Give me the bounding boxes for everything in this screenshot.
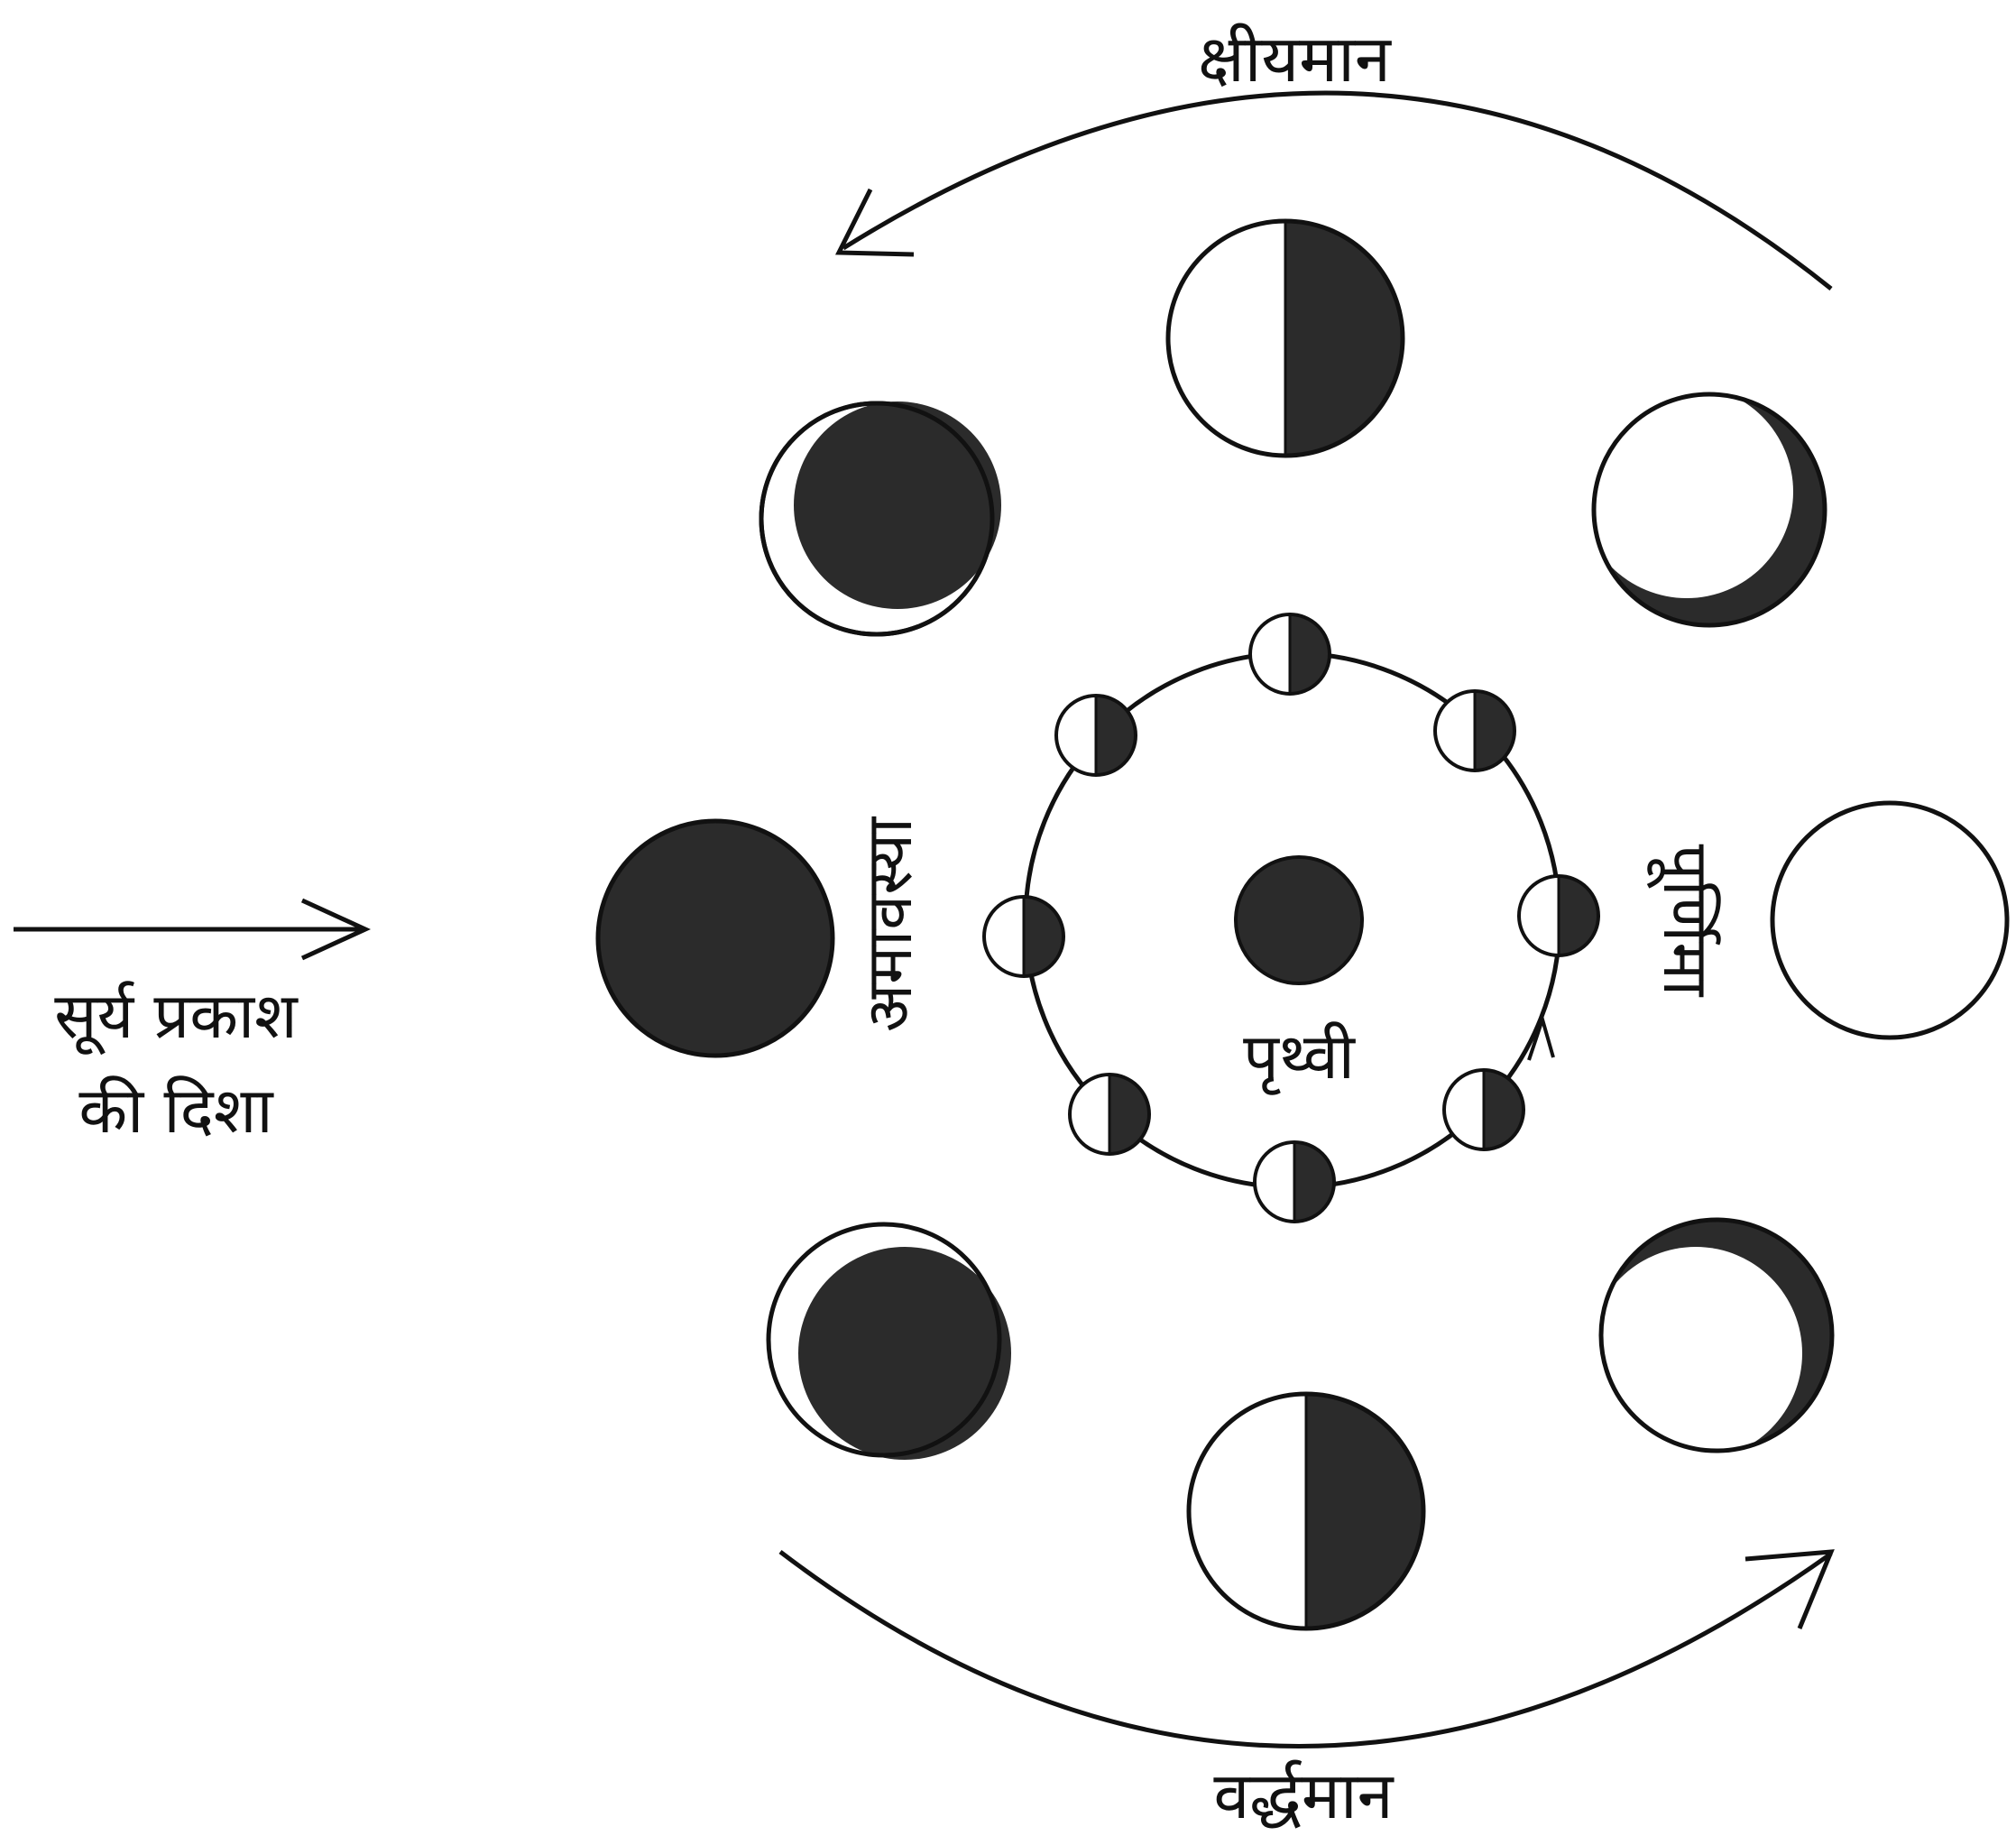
earth — [1236, 857, 1362, 983]
earth-label: पृथ्वी — [1243, 1019, 1357, 1095]
orbit-moon-bottom — [1255, 1142, 1334, 1222]
sunlight-label-line1: सूर्य प्रकाश — [54, 979, 299, 1056]
waxing-label: वर्द्धमान — [1213, 1758, 1394, 1833]
moon-phase-bottom — [1189, 1394, 1423, 1628]
sunlight-label-line2: की दिशा — [78, 1074, 274, 1148]
orbit-moon-top — [1250, 614, 1330, 694]
moon-phase-bottom-left — [769, 1224, 1011, 1460]
waning-label: क्षीयमान — [1198, 21, 1392, 97]
new-moon-label: अमावस्या — [852, 816, 926, 1032]
moon-phase-full — [1772, 803, 2007, 1038]
sunlight-direction-arrow — [14, 900, 365, 958]
moon-phase-bottom-right — [1589, 1220, 1832, 1460]
orbit-moon-left — [984, 897, 1063, 976]
orbit-moon-right — [1519, 876, 1598, 955]
orbit-moon-bottom-right — [1444, 1070, 1524, 1149]
orbit-moon-top-right — [1435, 691, 1514, 770]
moon-phase-new — [598, 821, 833, 1056]
full-moon-label: पूर्णिमा — [1646, 844, 1723, 998]
orbit-moon-bottom-left — [1070, 1075, 1149, 1154]
orbit-moon-top-left — [1056, 696, 1136, 775]
moon-phase-top-left — [761, 401, 1001, 634]
moon-phase-top — [1168, 221, 1403, 456]
moon-phase-top-right — [1580, 385, 1825, 625]
